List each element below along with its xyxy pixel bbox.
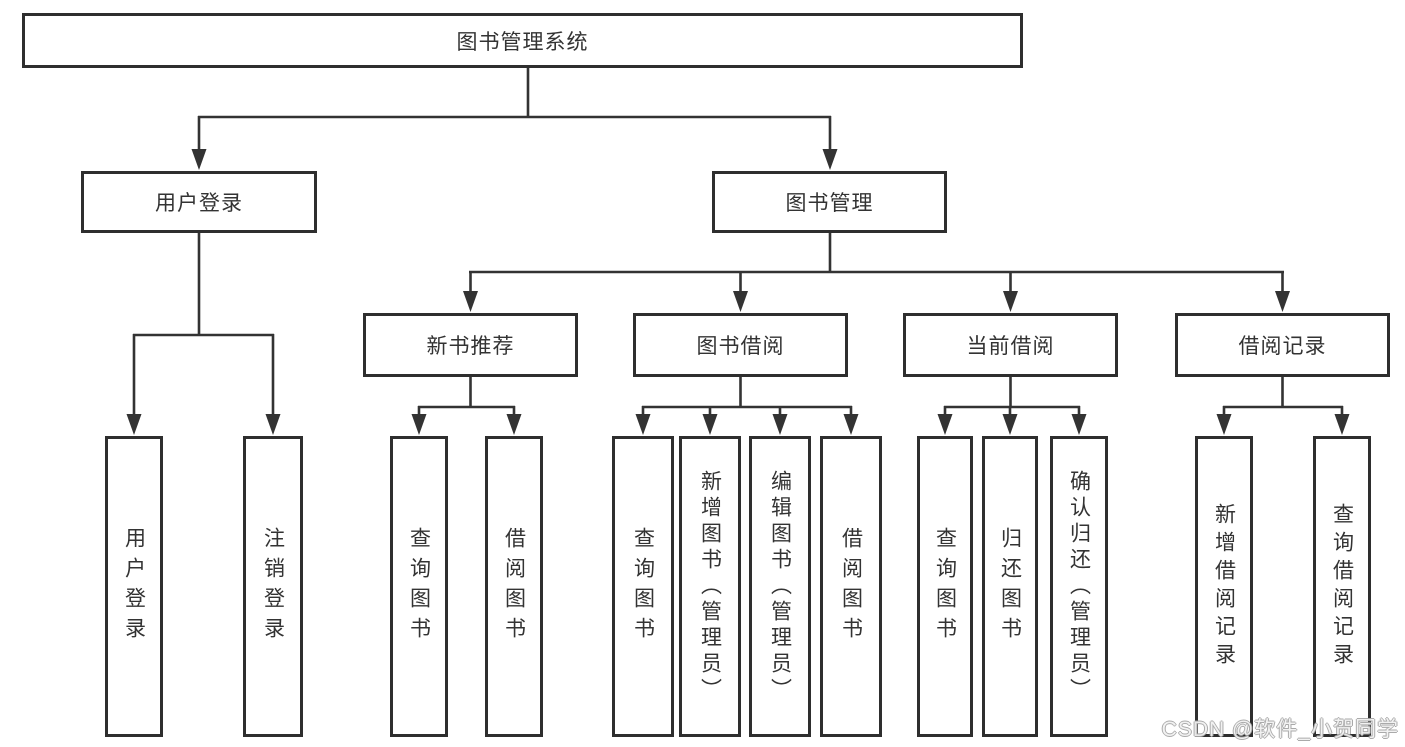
leaf-current-query-book-label: 查询图书: [933, 526, 957, 647]
leaf-records-query-record-label: 查询借阅记录: [1330, 502, 1354, 671]
node-new-book-recommend-label: 新书推荐: [426, 335, 515, 358]
leaf-borrow-query-book: 查询图书: [612, 436, 674, 737]
leaf-borrow-borrow-book: 借阅图书: [820, 436, 882, 737]
leaf-borrow-edit-book-admin: 编辑图书（管理员）: [749, 436, 811, 737]
leaf-borrow-query-book-label: 查询图书: [631, 526, 655, 647]
connector-root-to-level2: [197, 68, 832, 152]
node-current-borrow-label: 当前借阅: [966, 335, 1055, 358]
leaf-current-confirm-return-admin-label: 确认归还（管理员）: [1067, 469, 1091, 704]
leaf-recommend-borrow-book-label: 借阅图书: [502, 526, 526, 647]
node-borrow-records-label: 借阅记录: [1238, 335, 1327, 358]
leaf-borrow-borrow-book-label: 借阅图书: [839, 526, 863, 647]
leaf-recommend-query-book: 查询图书: [390, 436, 448, 737]
leaf-recommend-query-book-label: 查询图书: [407, 526, 431, 647]
leaf-user-login: 用户登录: [105, 436, 163, 737]
node-root: 图书管理系统: [22, 13, 1023, 68]
node-user-login: 用户登录: [81, 171, 317, 233]
leaf-logout: 注销登录: [243, 436, 303, 737]
leaf-current-query-book: 查询图书: [917, 436, 973, 737]
connector-records-to-leaves: [1222, 377, 1344, 416]
node-book-management-label: 图书管理: [785, 192, 874, 215]
leaf-current-return-book: 归还图书: [982, 436, 1038, 737]
leaf-borrow-add-book-admin-label: 新增图书（管理员）: [698, 469, 722, 704]
leaf-records-query-record: 查询借阅记录: [1313, 436, 1371, 737]
leaf-borrow-edit-book-admin-label: 编辑图书（管理员）: [768, 469, 792, 704]
node-book-borrow: 图书借阅: [633, 313, 848, 377]
leaf-current-return-book-label: 归还图书: [998, 526, 1022, 647]
connector-bookmgmt-to-level3: [469, 233, 1284, 294]
node-borrow-records: 借阅记录: [1175, 313, 1390, 377]
node-root-label: 图书管理系统: [456, 30, 589, 54]
leaf-records-add-record: 新增借阅记录: [1195, 436, 1253, 737]
leaf-recommend-borrow-book: 借阅图书: [485, 436, 543, 737]
arrowheads: [126, 149, 1350, 435]
leaf-borrow-add-book-admin: 新增图书（管理员）: [679, 436, 741, 737]
connector-current-to-leaves: [943, 377, 1081, 416]
node-current-borrow: 当前借阅: [903, 313, 1118, 377]
node-new-book-recommend: 新书推荐: [363, 313, 578, 377]
node-book-borrow-label: 图书借阅: [696, 335, 785, 358]
leaf-user-login-label: 用户登录: [122, 526, 146, 647]
connector-borrow-to-leaves: [641, 377, 853, 416]
leaf-records-add-record-label: 新增借阅记录: [1212, 502, 1236, 671]
watermark: CSDN @软件_小贺同学: [1161, 718, 1399, 741]
node-user-login-label: 用户登录: [155, 192, 243, 215]
connector-recommend-to-leaves: [417, 377, 516, 416]
node-book-management: 图书管理: [712, 171, 947, 233]
leaf-current-confirm-return-admin: 确认归还（管理员）: [1050, 436, 1108, 737]
leaf-logout-label: 注销登录: [261, 526, 285, 647]
connector-login-to-leaves: [132, 233, 275, 416]
